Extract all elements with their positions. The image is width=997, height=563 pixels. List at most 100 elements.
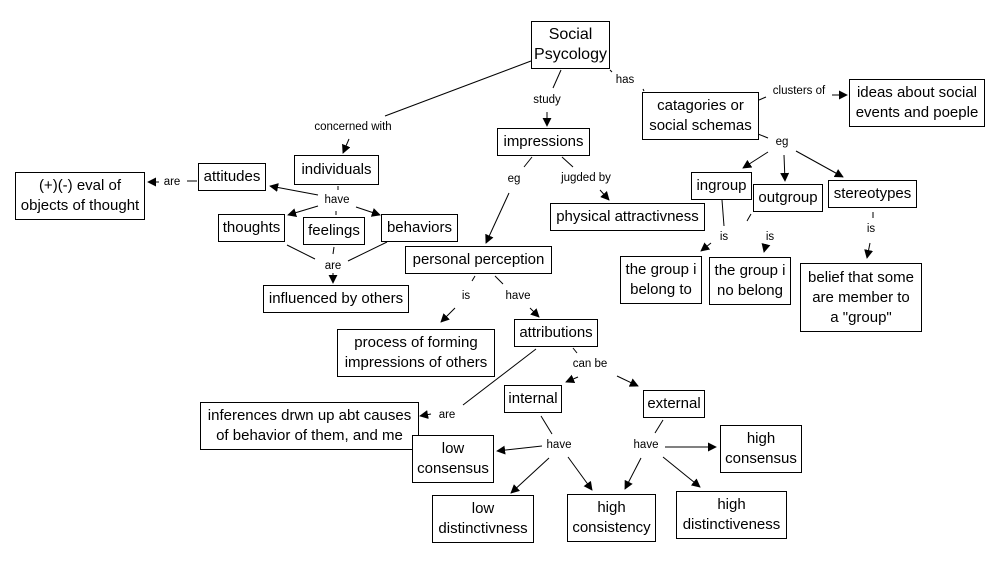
node-influenced[interactable]: influenced by others (263, 285, 409, 313)
edge-arrow (496, 445, 543, 455)
node-inferences[interactable]: inferences drwn up abt causes of behavio… (200, 402, 419, 450)
node-no-belong[interactable]: the group i no belong (709, 257, 791, 305)
node-label: Social Psycology (534, 26, 607, 63)
edge-line (286, 244, 316, 260)
edge-arrow (485, 192, 510, 244)
node-attitudes[interactable]: attitudes (198, 163, 266, 191)
link-label-can-be: can be (571, 357, 609, 371)
edge-arrow (419, 410, 432, 419)
link-label-concerned-with: concerned with (313, 120, 393, 134)
link-label-is: is (460, 289, 472, 303)
node-label: process of forming impressions of others (344, 334, 488, 371)
node-label: external (647, 395, 701, 412)
node-physical[interactable]: physical attractivness (550, 203, 705, 231)
node-label: high distinctiveness (682, 496, 781, 533)
edge-line (462, 348, 537, 406)
edge-line (561, 156, 574, 168)
edge-arrow (287, 205, 319, 217)
edge-line (654, 419, 664, 434)
link-label-are: are (323, 259, 343, 273)
node-individuals[interactable]: individuals (294, 155, 379, 185)
node-label: ingroup (696, 177, 747, 194)
edge-arrow (565, 374, 579, 384)
edge-arrow (624, 457, 642, 490)
node-stereotypes[interactable]: stereotypes (828, 180, 917, 208)
node-label: internal (508, 390, 558, 407)
node-attributions[interactable]: attributions (514, 319, 598, 347)
edge-arrow (510, 457, 550, 494)
node-label: behaviors (386, 219, 453, 236)
node-feelings[interactable]: feelings (303, 217, 365, 245)
node-label: attributions (519, 324, 593, 341)
edge-line (721, 199, 725, 227)
node-label: personal perception (412, 251, 545, 268)
node-label: catagories or social schemas (649, 97, 752, 134)
node-high-consistency[interactable]: high consistency (567, 494, 656, 542)
edge-arrow (795, 150, 844, 178)
edge-line (540, 415, 553, 435)
edge-line (347, 241, 388, 262)
node-internal[interactable]: internal (504, 385, 562, 413)
node-label: stereotypes (833, 185, 912, 202)
edge-arrow (742, 151, 769, 169)
link-label-have: have (632, 438, 660, 452)
node-social-schemas[interactable]: catagories or social schemas (642, 92, 759, 140)
node-perception[interactable]: personal perception (405, 246, 552, 274)
edge-arrow (440, 307, 456, 323)
edge-line (609, 69, 613, 73)
node-low-distinctiveness[interactable]: low distinctivness (432, 495, 534, 543)
link-label-eg: eg (774, 135, 790, 149)
node-label: inferences drwn up abt causes of behavio… (207, 407, 412, 444)
node-belong-to[interactable]: the group i belong to (620, 256, 702, 304)
node-belief[interactable]: belief that some are member to a "group" (800, 263, 922, 332)
edge-arrow (529, 307, 540, 318)
node-impressions[interactable]: impressions (497, 128, 590, 156)
link-label-have: have (323, 193, 351, 207)
edge-arrow (864, 242, 874, 259)
link-label-are: are (437, 408, 457, 422)
edge-arrow (355, 206, 381, 217)
edge-arrow (780, 154, 790, 182)
edge-line (332, 246, 335, 255)
edge-arrow (342, 138, 351, 154)
link-label-has: has (614, 73, 636, 87)
node-process[interactable]: process of forming impressions of others (337, 329, 495, 377)
edge-arrow (567, 456, 593, 491)
node-label: influenced by others (268, 290, 404, 307)
node-low-consensus[interactable]: low consensus (412, 435, 494, 483)
node-thoughts[interactable]: thoughts (218, 214, 285, 242)
edge-line (758, 96, 767, 101)
edge-line (471, 275, 476, 282)
edge-line (384, 60, 532, 117)
link-label-judged-by: jugded by (560, 171, 612, 185)
edge-arrow (616, 375, 639, 387)
node-label: ideas about social events and poeple (855, 84, 979, 121)
node-high-consensus[interactable]: high consensus (720, 425, 802, 473)
node-label: outgroup (758, 189, 818, 206)
node-high-distinctiveness[interactable]: high distinctiveness (676, 491, 787, 539)
node-ideas[interactable]: ideas about social events and poeple (849, 79, 985, 127)
edge-line (572, 347, 578, 354)
edge-line (757, 133, 769, 139)
edge-line (552, 69, 562, 89)
edge-arrow (700, 242, 712, 252)
node-label: (+)(-) eval of objects of thought (20, 177, 140, 214)
node-eval[interactable]: (+)(-) eval of objects of thought (15, 172, 145, 220)
node-label: individuals (301, 161, 372, 178)
node-behaviors[interactable]: behaviors (381, 214, 458, 242)
link-label-is: is (865, 222, 877, 236)
edge-line (494, 275, 504, 285)
node-external[interactable]: external (643, 390, 705, 418)
node-label: thoughts (222, 219, 281, 236)
link-label-have: have (545, 438, 573, 452)
node-label: low distinctivness (438, 500, 528, 537)
link-label-have: have (504, 289, 532, 303)
node-ingroup[interactable]: ingroup (691, 172, 752, 200)
node-social-psychology[interactable]: Social Psycology (531, 21, 610, 69)
node-label: physical attractivness (556, 208, 699, 225)
node-outgroup[interactable]: outgroup (753, 184, 823, 212)
link-label-study: study (532, 93, 562, 107)
edge-arrow (269, 183, 319, 196)
